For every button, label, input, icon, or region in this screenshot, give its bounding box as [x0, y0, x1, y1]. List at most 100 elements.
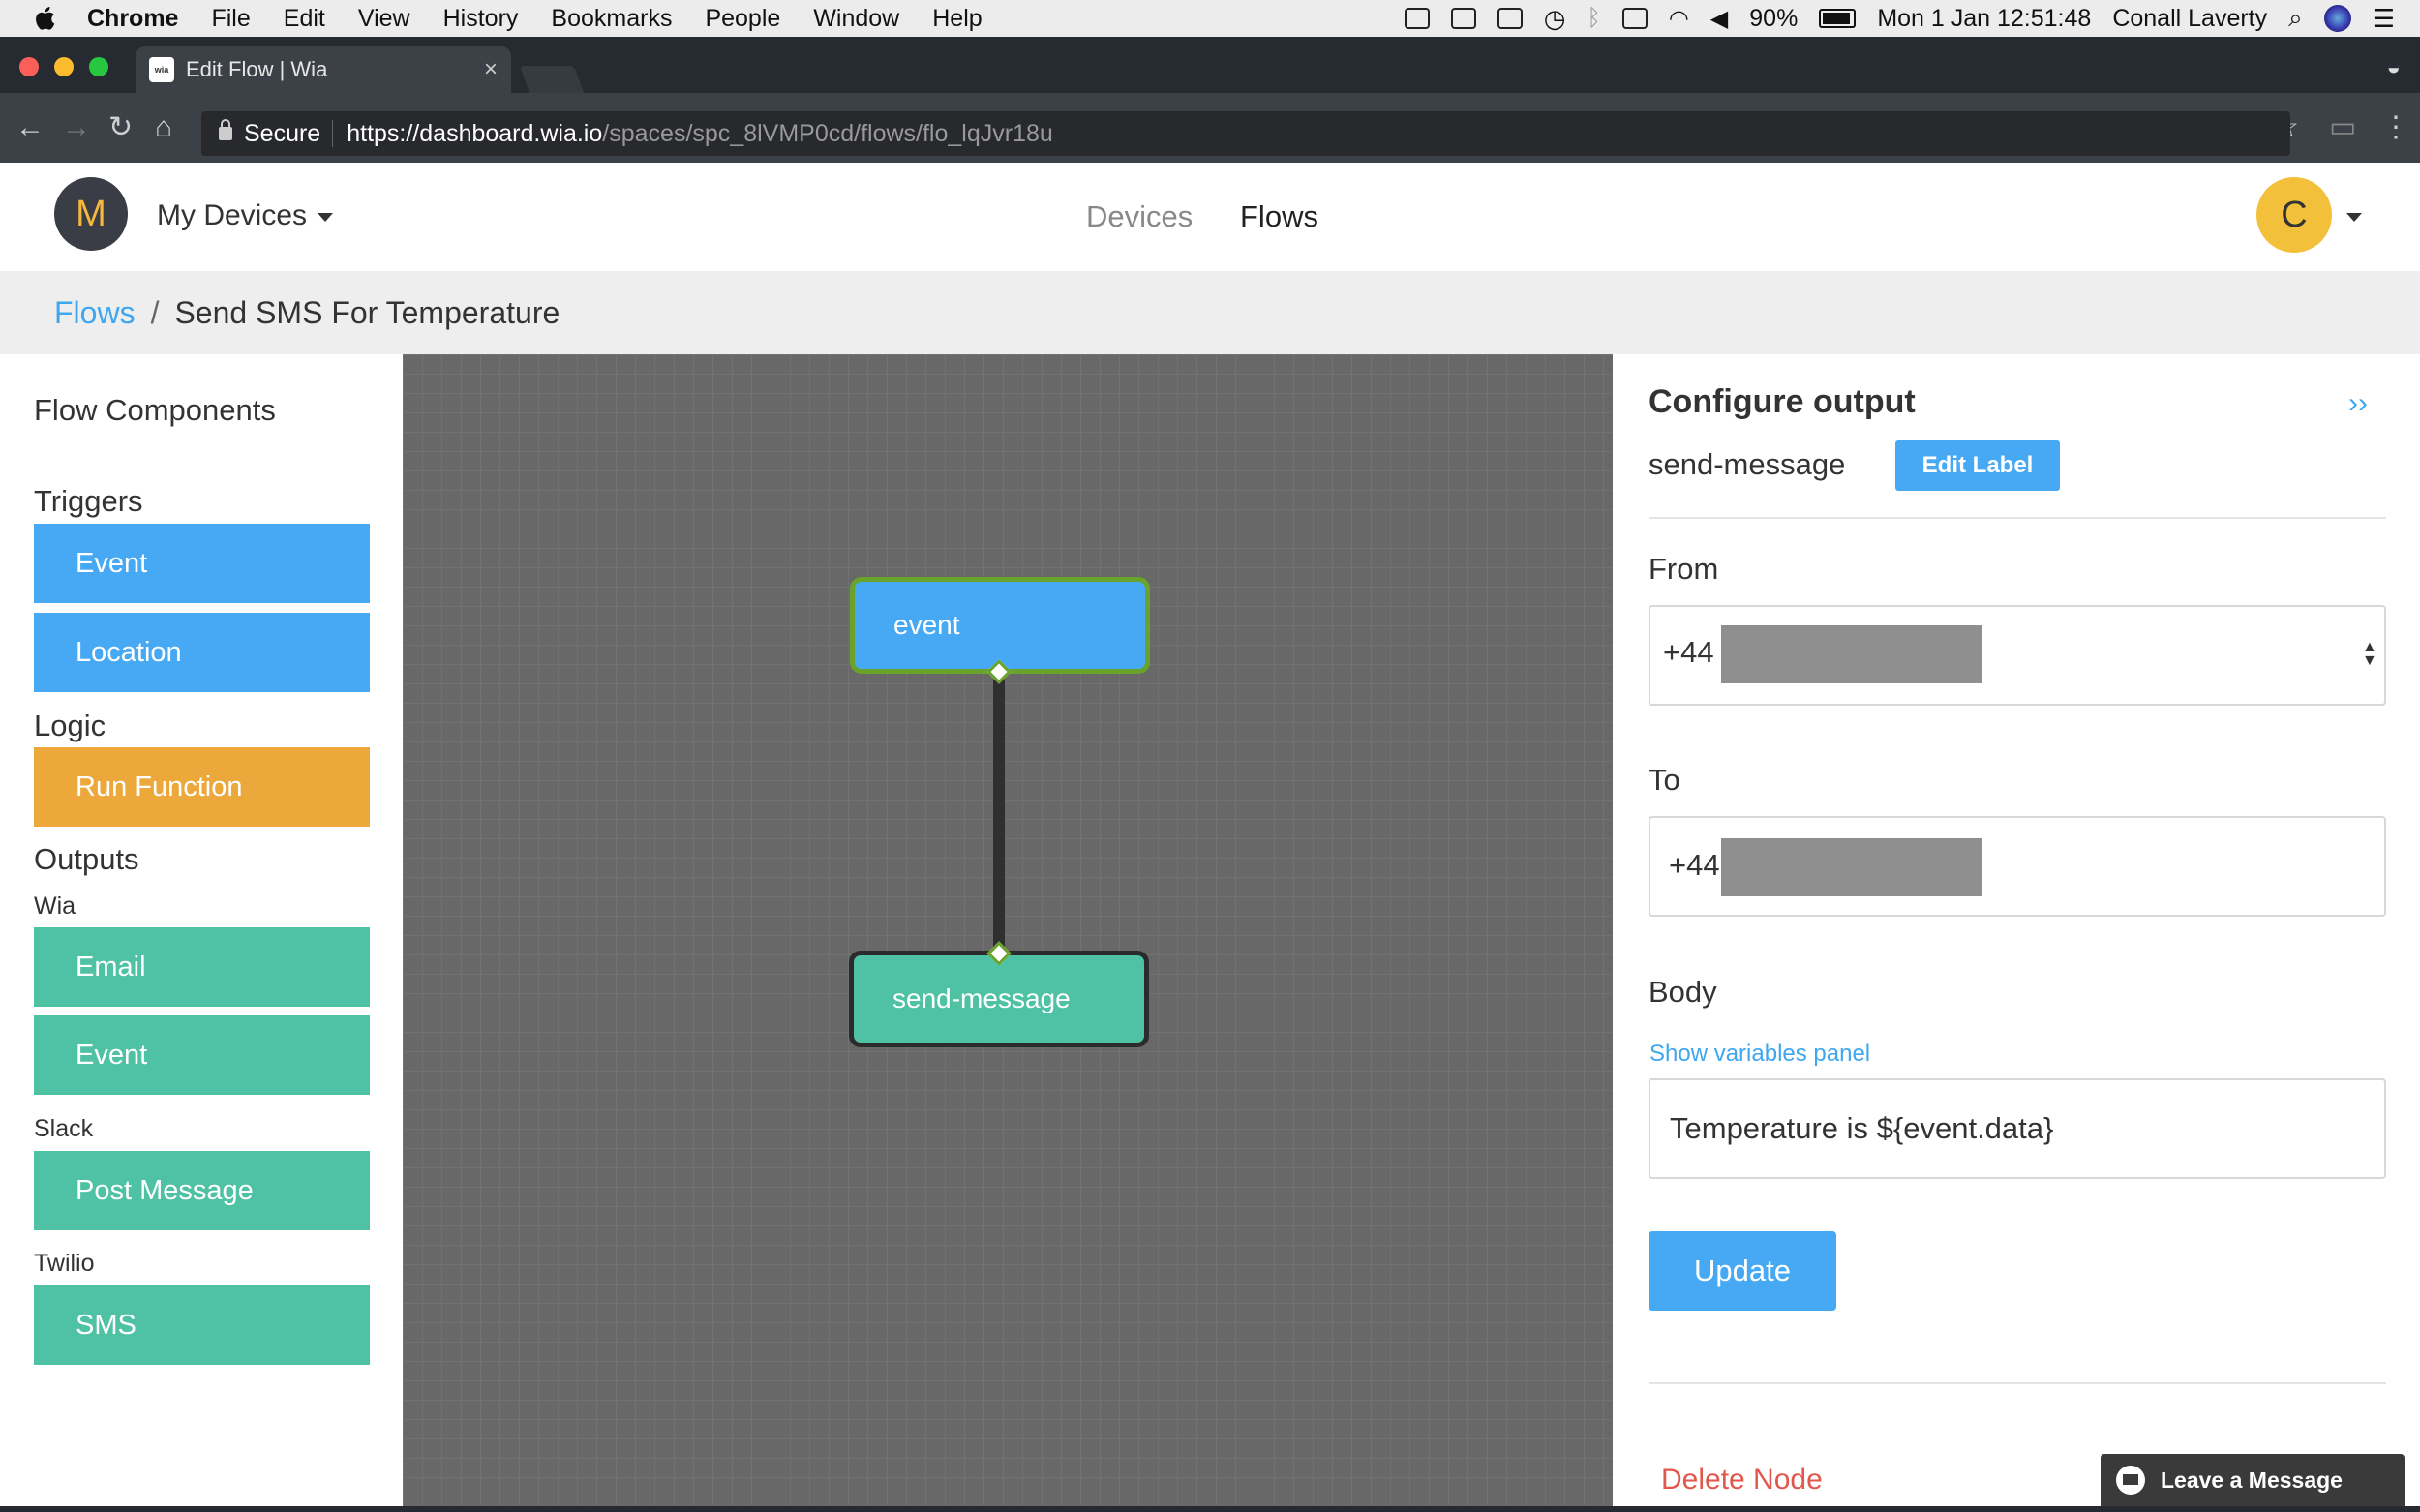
browser-tab-active[interactable]: wia Edit Flow | Wia × [136, 46, 511, 93]
redacted-from-number [1721, 625, 1982, 683]
app-header: M My Devices Devices Flows C [0, 163, 2420, 271]
notification-center-icon[interactable]: ☰ [2372, 3, 2395, 33]
slack-group-label: Slack [34, 1115, 94, 1142]
redacted-to-number [1721, 838, 1982, 896]
spotlight-search-icon[interactable]: ⌕ [2288, 3, 2303, 32]
breadcrumb-flows-link[interactable]: Flows [54, 294, 136, 330]
menu-file[interactable]: File [211, 4, 251, 32]
siri-icon[interactable] [2323, 5, 2351, 32]
menubar-user[interactable]: Conall Laverty [2112, 4, 2268, 32]
node-connection-wire[interactable] [993, 670, 1005, 958]
forward-arrow-icon[interactable]: → [62, 111, 91, 143]
drive-icon[interactable] [1450, 8, 1476, 29]
address-bar[interactable]: Secure https://dashboard.wia.io/spaces/s… [201, 111, 2290, 156]
url-host: https://dashboard.wia.io [347, 119, 603, 147]
wifi-icon[interactable]: ◠ [1668, 5, 1689, 32]
select-arrows-icon[interactable]: ▲▼ [2362, 639, 2377, 669]
wia-favicon-icon: wia [149, 57, 174, 82]
component-output-event[interactable]: Event [34, 1015, 370, 1095]
close-window-button[interactable] [19, 57, 39, 76]
browser-tab-strip: wia Edit Flow | Wia × ◒ [0, 37, 2420, 93]
chrome-menu-icon[interactable]: ⋮ [2381, 111, 2410, 143]
clock[interactable]: Mon 1 Jan 12:51:48 [1877, 4, 2092, 32]
flow-components-title: Flow Components [34, 393, 276, 427]
caret-down-icon[interactable] [318, 213, 333, 222]
to-value: +44 [1669, 848, 1720, 882]
component-output-sms[interactable]: SMS [34, 1285, 370, 1365]
nav-flows-link[interactable]: Flows [1240, 199, 1318, 233]
address-divider [332, 120, 334, 147]
logic-heading: Logic [34, 709, 106, 742]
back-arrow-icon[interactable]: ← [15, 111, 45, 143]
update-button[interactable]: Update [1649, 1231, 1836, 1311]
outputs-heading: Outputs [34, 842, 139, 876]
from-label: From [1649, 552, 1719, 586]
configure-output-panel [1613, 354, 2420, 1506]
delete-node-button[interactable]: Delete Node [1661, 1464, 1823, 1496]
apple-icon[interactable] [33, 5, 60, 32]
reload-icon[interactable]: ↻ [108, 111, 134, 143]
configure-output-title: Configure output [1649, 383, 1916, 420]
envelope-icon [2116, 1466, 2145, 1495]
window-bottom-edge [0, 1506, 2420, 1512]
minimize-window-button[interactable] [54, 57, 74, 76]
show-variables-panel-link[interactable]: Show variables panel [1649, 1041, 1871, 1067]
bluetooth-icon[interactable]: ᛒ [1587, 5, 1601, 31]
keyboard-icon[interactable] [1621, 8, 1648, 29]
menu-help[interactable]: Help [932, 4, 983, 32]
from-value: +44 [1663, 635, 1714, 669]
component-trigger-location[interactable]: Location [34, 613, 370, 692]
menu-view[interactable]: View [357, 4, 410, 32]
cast-icon[interactable]: ▭ [2329, 111, 2357, 143]
tab-title: Edit Flow | Wia [186, 57, 328, 81]
menu-window[interactable]: Window [813, 4, 900, 32]
home-icon[interactable]: ⌂ [155, 111, 173, 143]
component-trigger-event[interactable]: Event [34, 524, 370, 603]
user-menu-caret-icon[interactable] [2346, 213, 2362, 222]
time-machine-icon[interactable]: ◷ [1543, 3, 1566, 33]
incognito-icon[interactable]: ◒ [2386, 54, 2402, 80]
battery-icon[interactable] [1819, 9, 1857, 28]
twilio-group-label: Twilio [34, 1250, 95, 1277]
flow-node-event[interactable]: event [850, 577, 1150, 674]
volume-icon[interactable]: ◀︎ [1709, 5, 1729, 32]
menu-history[interactable]: History [442, 4, 519, 32]
menu-bookmarks[interactable]: Bookmarks [551, 4, 673, 32]
component-output-email[interactable]: Email [34, 927, 370, 1007]
flow-canvas[interactable] [403, 354, 1613, 1506]
menu-people[interactable]: People [705, 4, 781, 32]
lock-icon[interactable] [1497, 8, 1523, 29]
space-selector[interactable]: My Devices [157, 199, 308, 231]
close-tab-icon[interactable]: × [483, 56, 498, 82]
new-tab-button[interactable] [519, 66, 585, 93]
user-avatar[interactable]: C [2256, 177, 2332, 253]
menu-edit[interactable]: Edit [283, 4, 325, 32]
body-input[interactable] [1649, 1078, 2386, 1179]
menu-app-chrome[interactable]: Chrome [87, 4, 179, 32]
edit-label-button[interactable]: Edit Label [1895, 440, 2060, 491]
body-value: Temperature is ${event.data} [1670, 1111, 2054, 1145]
body-label: Body [1649, 975, 1717, 1009]
leave-message-widget[interactable]: Leave a Message [2101, 1454, 2405, 1506]
page-title: Send SMS For Temperature [174, 294, 560, 330]
node-label-text: send-message [1649, 447, 1846, 481]
to-label: To [1649, 763, 1680, 797]
zoom-window-button[interactable] [89, 57, 108, 76]
breadcrumb: Flows / Send SMS For Temperature [0, 271, 2420, 354]
breadcrumb-separator: / [150, 294, 160, 330]
divider [1649, 517, 2386, 519]
wia-group-label: Wia [34, 892, 76, 920]
nav-devices-link[interactable]: Devices [1086, 199, 1194, 233]
leave-message-label: Leave a Message [2161, 1467, 2343, 1493]
url-path: /spaces/spc_8lVMP0cd/flows/flo_lqJvr18u [602, 119, 1053, 147]
component-logic-run-function[interactable]: Run Function [34, 747, 370, 827]
flow-node-event-label: event [893, 610, 960, 640]
docker-icon[interactable] [1404, 8, 1430, 29]
component-output-post-message[interactable]: Post Message [34, 1151, 370, 1230]
space-avatar[interactable]: M [54, 177, 128, 251]
battery-percent: 90% [1749, 4, 1799, 32]
secure-label: Secure [244, 119, 321, 147]
triggers-heading: Triggers [34, 484, 143, 518]
divider [1649, 1382, 2386, 1384]
collapse-panel-icon[interactable]: ›› [2348, 387, 2368, 419]
